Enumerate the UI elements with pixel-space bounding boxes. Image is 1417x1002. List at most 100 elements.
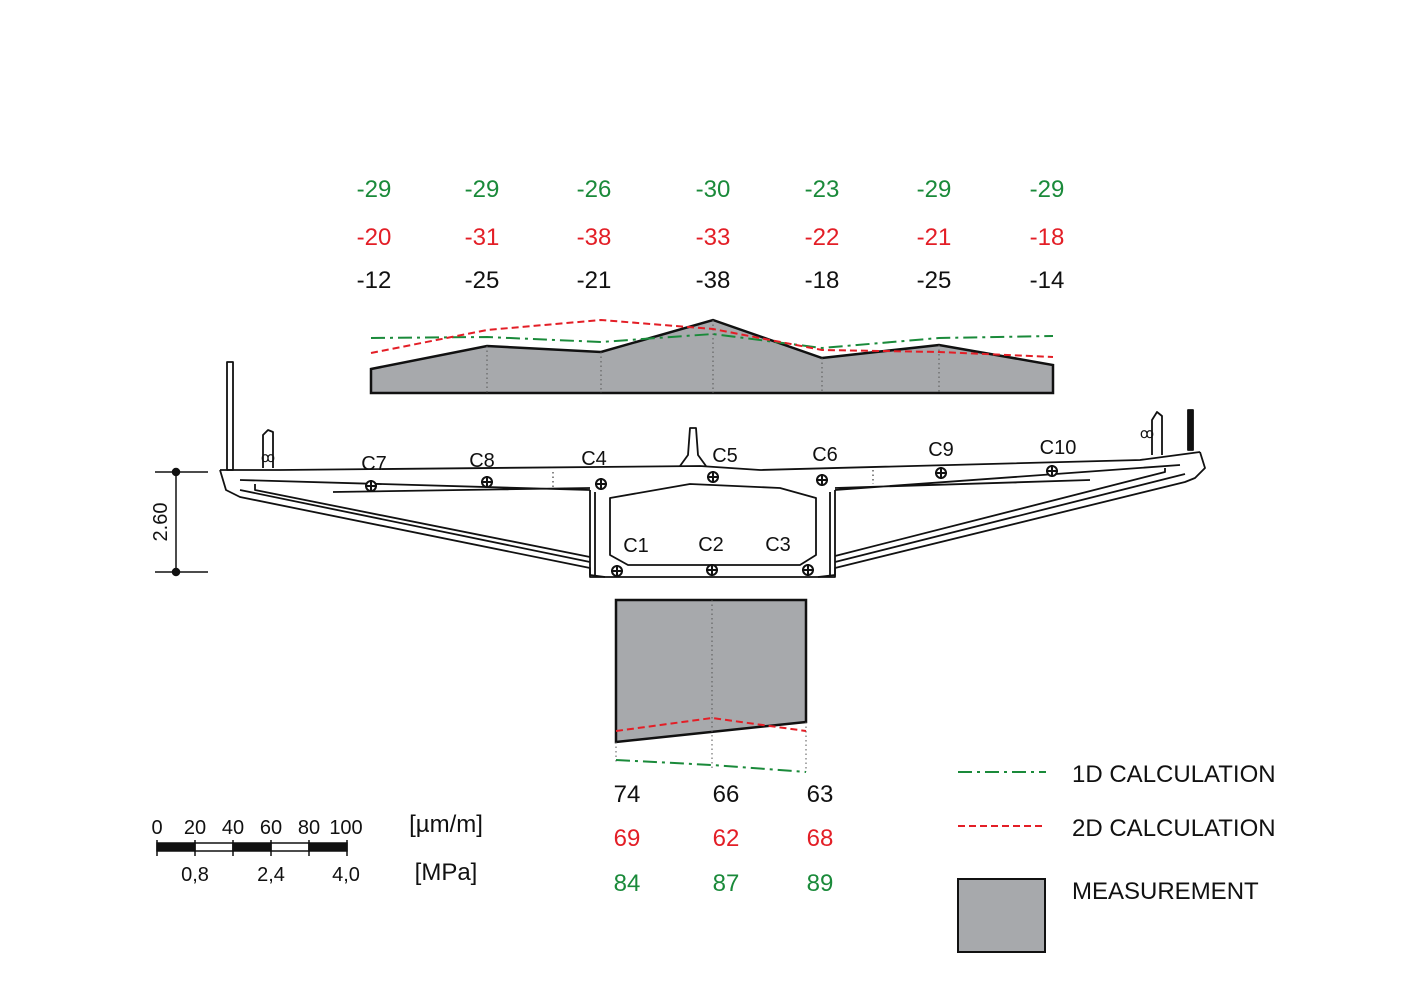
gauge-label: C7 — [361, 453, 387, 475]
scale-tick: 0 — [151, 817, 162, 839]
legend-2d-label: 2D CALCULATION — [1072, 815, 1276, 842]
gauge-label: C1 — [623, 535, 649, 557]
deck-value-2d: -20 — [357, 224, 392, 251]
gauge-label: C9 — [928, 439, 954, 461]
deck-value-1d: -29 — [357, 176, 392, 203]
bottom-values-1d: 84 87 89 — [614, 870, 834, 897]
scale-bar: 0 20 40 60 80 100 0,8 2,4 4,0 [µm/m] [MP… — [151, 811, 482, 886]
bottom-value-measured: 63 — [807, 781, 834, 808]
scale-tick: 100 — [329, 817, 362, 839]
gauge-marker-icon — [707, 471, 719, 483]
gauge-marker-icon — [802, 564, 814, 576]
deck-1d-line — [370, 332, 1054, 350]
deck-gridlines — [486, 320, 940, 393]
deck-value-1d: -23 — [805, 176, 840, 203]
height-dimension — [155, 467, 208, 577]
gauge-label: C5 — [712, 445, 738, 467]
deck-value-2d: -22 — [805, 224, 840, 251]
deck-value-measured: -21 — [577, 267, 612, 294]
right-marker-icon: ꝏ — [1140, 425, 1154, 441]
gauge-marker-icon — [595, 478, 607, 490]
deck-strain-plot — [369, 318, 1055, 395]
gauge-marker-icon — [611, 565, 623, 577]
deck-value-1d: -26 — [577, 176, 612, 203]
left-railing-post — [226, 361, 234, 471]
gauge-labels: C7 C8 C4 C5 C6 C9 C10 C1 C2 C3 — [361, 437, 1076, 557]
deck-value-1d: -29 — [917, 176, 952, 203]
deck-value-measured: -25 — [917, 267, 952, 294]
box-girder-inner — [609, 483, 817, 566]
deck-values-1d: -29 -29 -26 -30 -23 -29 -29 — [357, 176, 1065, 203]
deck-values-measured: -12 -25 -21 -38 -18 -25 -14 — [357, 267, 1065, 294]
bottom-strain-plot — [614, 598, 808, 773]
bottom-value-measured: 74 — [614, 781, 641, 808]
bottom-value-1d: 87 — [713, 870, 740, 897]
deck-value-measured: -14 — [1030, 267, 1065, 294]
bottom-measurement-area — [614, 598, 808, 744]
gauge-label: C3 — [765, 534, 791, 556]
bottom-values-2d: 69 62 68 — [614, 825, 834, 852]
bridge-cross-section: ꝏ ꝏ — [219, 361, 1206, 578]
bottom-value-2d: 62 — [713, 825, 740, 852]
bottom-value-1d: 89 — [807, 870, 834, 897]
scale-top-ticks: 0 20 40 60 80 100 — [151, 817, 362, 839]
left-wing-inner — [239, 479, 591, 558]
box-girder-outer — [589, 490, 836, 578]
gauge-markers — [365, 465, 1058, 577]
scale-tick: 0,8 — [181, 864, 209, 886]
deck-value-2d: -31 — [465, 224, 500, 251]
deck-value-measured: -18 — [805, 267, 840, 294]
gauge-marker-icon — [481, 476, 493, 488]
gauge-marker-icon — [706, 564, 718, 576]
deck-value-2d: -18 — [1030, 224, 1065, 251]
bottom-2d-line — [615, 716, 807, 732]
deck-values-2d: -20 -31 -38 -33 -22 -21 -18 — [357, 224, 1065, 251]
deck-value-1d: -30 — [696, 176, 731, 203]
bottom-value-measured: 66 — [713, 781, 740, 808]
left-parapet-icon — [262, 429, 274, 468]
deck-top-surface — [220, 451, 1201, 471]
legend-measurement-swatch — [957, 878, 1046, 953]
bottom-1d-line — [615, 759, 807, 773]
deck-value-2d: -38 — [577, 224, 612, 251]
deck-value-measured: -38 — [696, 267, 731, 294]
gauge-marker-icon — [365, 480, 377, 492]
gauge-label: C4 — [581, 448, 607, 470]
deck-value-2d: -33 — [696, 224, 731, 251]
left-marker-icon: ꝏ — [261, 449, 275, 465]
right-cantilever — [817, 451, 1206, 578]
left-cantilever — [219, 469, 606, 578]
scale-segments — [156, 840, 348, 856]
right-railing-post — [1187, 409, 1194, 451]
scale-tick: 20 — [184, 817, 206, 839]
gauge-label: C8 — [469, 450, 495, 472]
deck-measurement-area — [369, 318, 1055, 395]
legend-measurement-label: MEASUREMENT — [1072, 878, 1259, 905]
bottom-value-1d: 84 — [614, 870, 641, 897]
right-parapet-icon — [1151, 411, 1163, 455]
deck-2d-line — [370, 318, 1054, 358]
gauge-label: C6 — [812, 444, 838, 466]
scale-tick: 80 — [298, 817, 320, 839]
left-wing-rib — [239, 489, 591, 563]
bottom-value-2d: 68 — [807, 825, 834, 852]
gauge-marker-icon — [816, 474, 828, 486]
scale-bottom-ticks: 0,8 2,4 4,0 — [181, 864, 360, 886]
deck-value-1d: -29 — [465, 176, 500, 203]
scale-unit-stress: [MPa] — [415, 859, 478, 886]
right-wing-rib — [834, 473, 1186, 563]
scale-tick: 2,4 — [257, 864, 285, 886]
deck-value-measured: -25 — [465, 267, 500, 294]
scale-tick: 4,0 — [332, 864, 360, 886]
bottom-values-measured: 74 66 63 — [614, 781, 834, 808]
right-wing-inner — [834, 464, 1181, 557]
deck-value-2d: -21 — [917, 224, 952, 251]
gauge-label: C10 — [1040, 437, 1077, 459]
scale-tick: 60 — [260, 817, 282, 839]
height-dimension-label: 2.60 — [150, 503, 172, 542]
deck-value-measured: -12 — [357, 267, 392, 294]
deck-value-1d: -29 — [1030, 176, 1065, 203]
gauge-marker-icon — [935, 467, 947, 479]
median-barrier — [679, 427, 707, 467]
